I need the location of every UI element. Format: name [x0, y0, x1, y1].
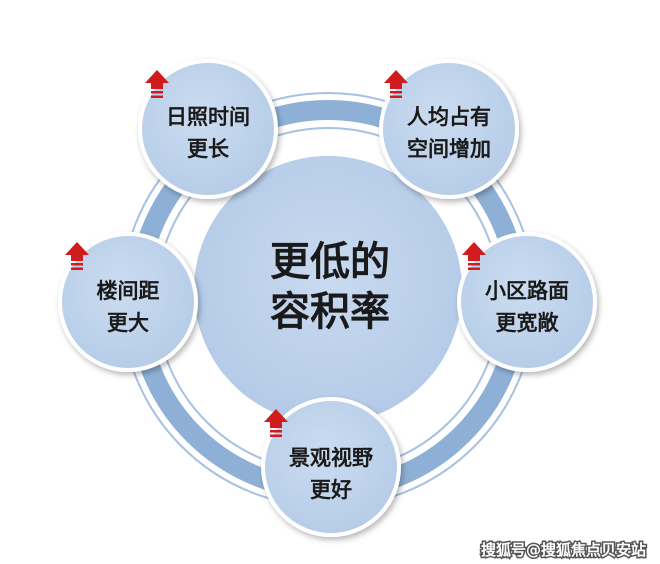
node-view-line2: 更好 — [310, 478, 352, 502]
up-arrow-icon — [145, 70, 169, 98]
up-arrow-icon — [384, 70, 408, 98]
node-view: 景观视野 更好 — [261, 397, 401, 537]
node-road: 小区路面 更宽敞 — [457, 232, 597, 372]
node-sunlight-line2: 更长 — [187, 137, 230, 161]
node-space-line2: 空间增加 — [407, 137, 491, 161]
watermark-text: 搜狐号@搜狐焦点贝安站 — [481, 541, 646, 559]
center-title-line1: 更低的 — [270, 239, 390, 285]
node-sunlight-line1: 日照时间 — [166, 105, 250, 129]
node-view-line1: 景观视野 — [289, 446, 373, 470]
center-title-line2: 容积率 — [270, 289, 390, 335]
node-road-line1: 小区路面 — [485, 279, 569, 303]
node-spacing-line1: 楼间距 — [97, 279, 160, 303]
up-arrow-icon — [65, 242, 89, 270]
watermark: 搜狐号@搜狐焦点贝安站 — [479, 540, 647, 561]
node-space: 人均占有 空间增加 — [379, 59, 519, 199]
node-road-line2: 更宽敞 — [496, 311, 560, 335]
up-arrow-icon — [462, 242, 486, 270]
node-spacing: 楼间距 更大 — [58, 232, 198, 372]
node-spacing-line2: 更大 — [107, 311, 149, 335]
up-arrow-icon — [264, 409, 288, 437]
node-space-line1: 人均占有 — [407, 105, 491, 129]
node-sunlight: 日照时间 更长 — [138, 59, 278, 199]
center-circle: 更低的 容积率 — [194, 156, 462, 424]
